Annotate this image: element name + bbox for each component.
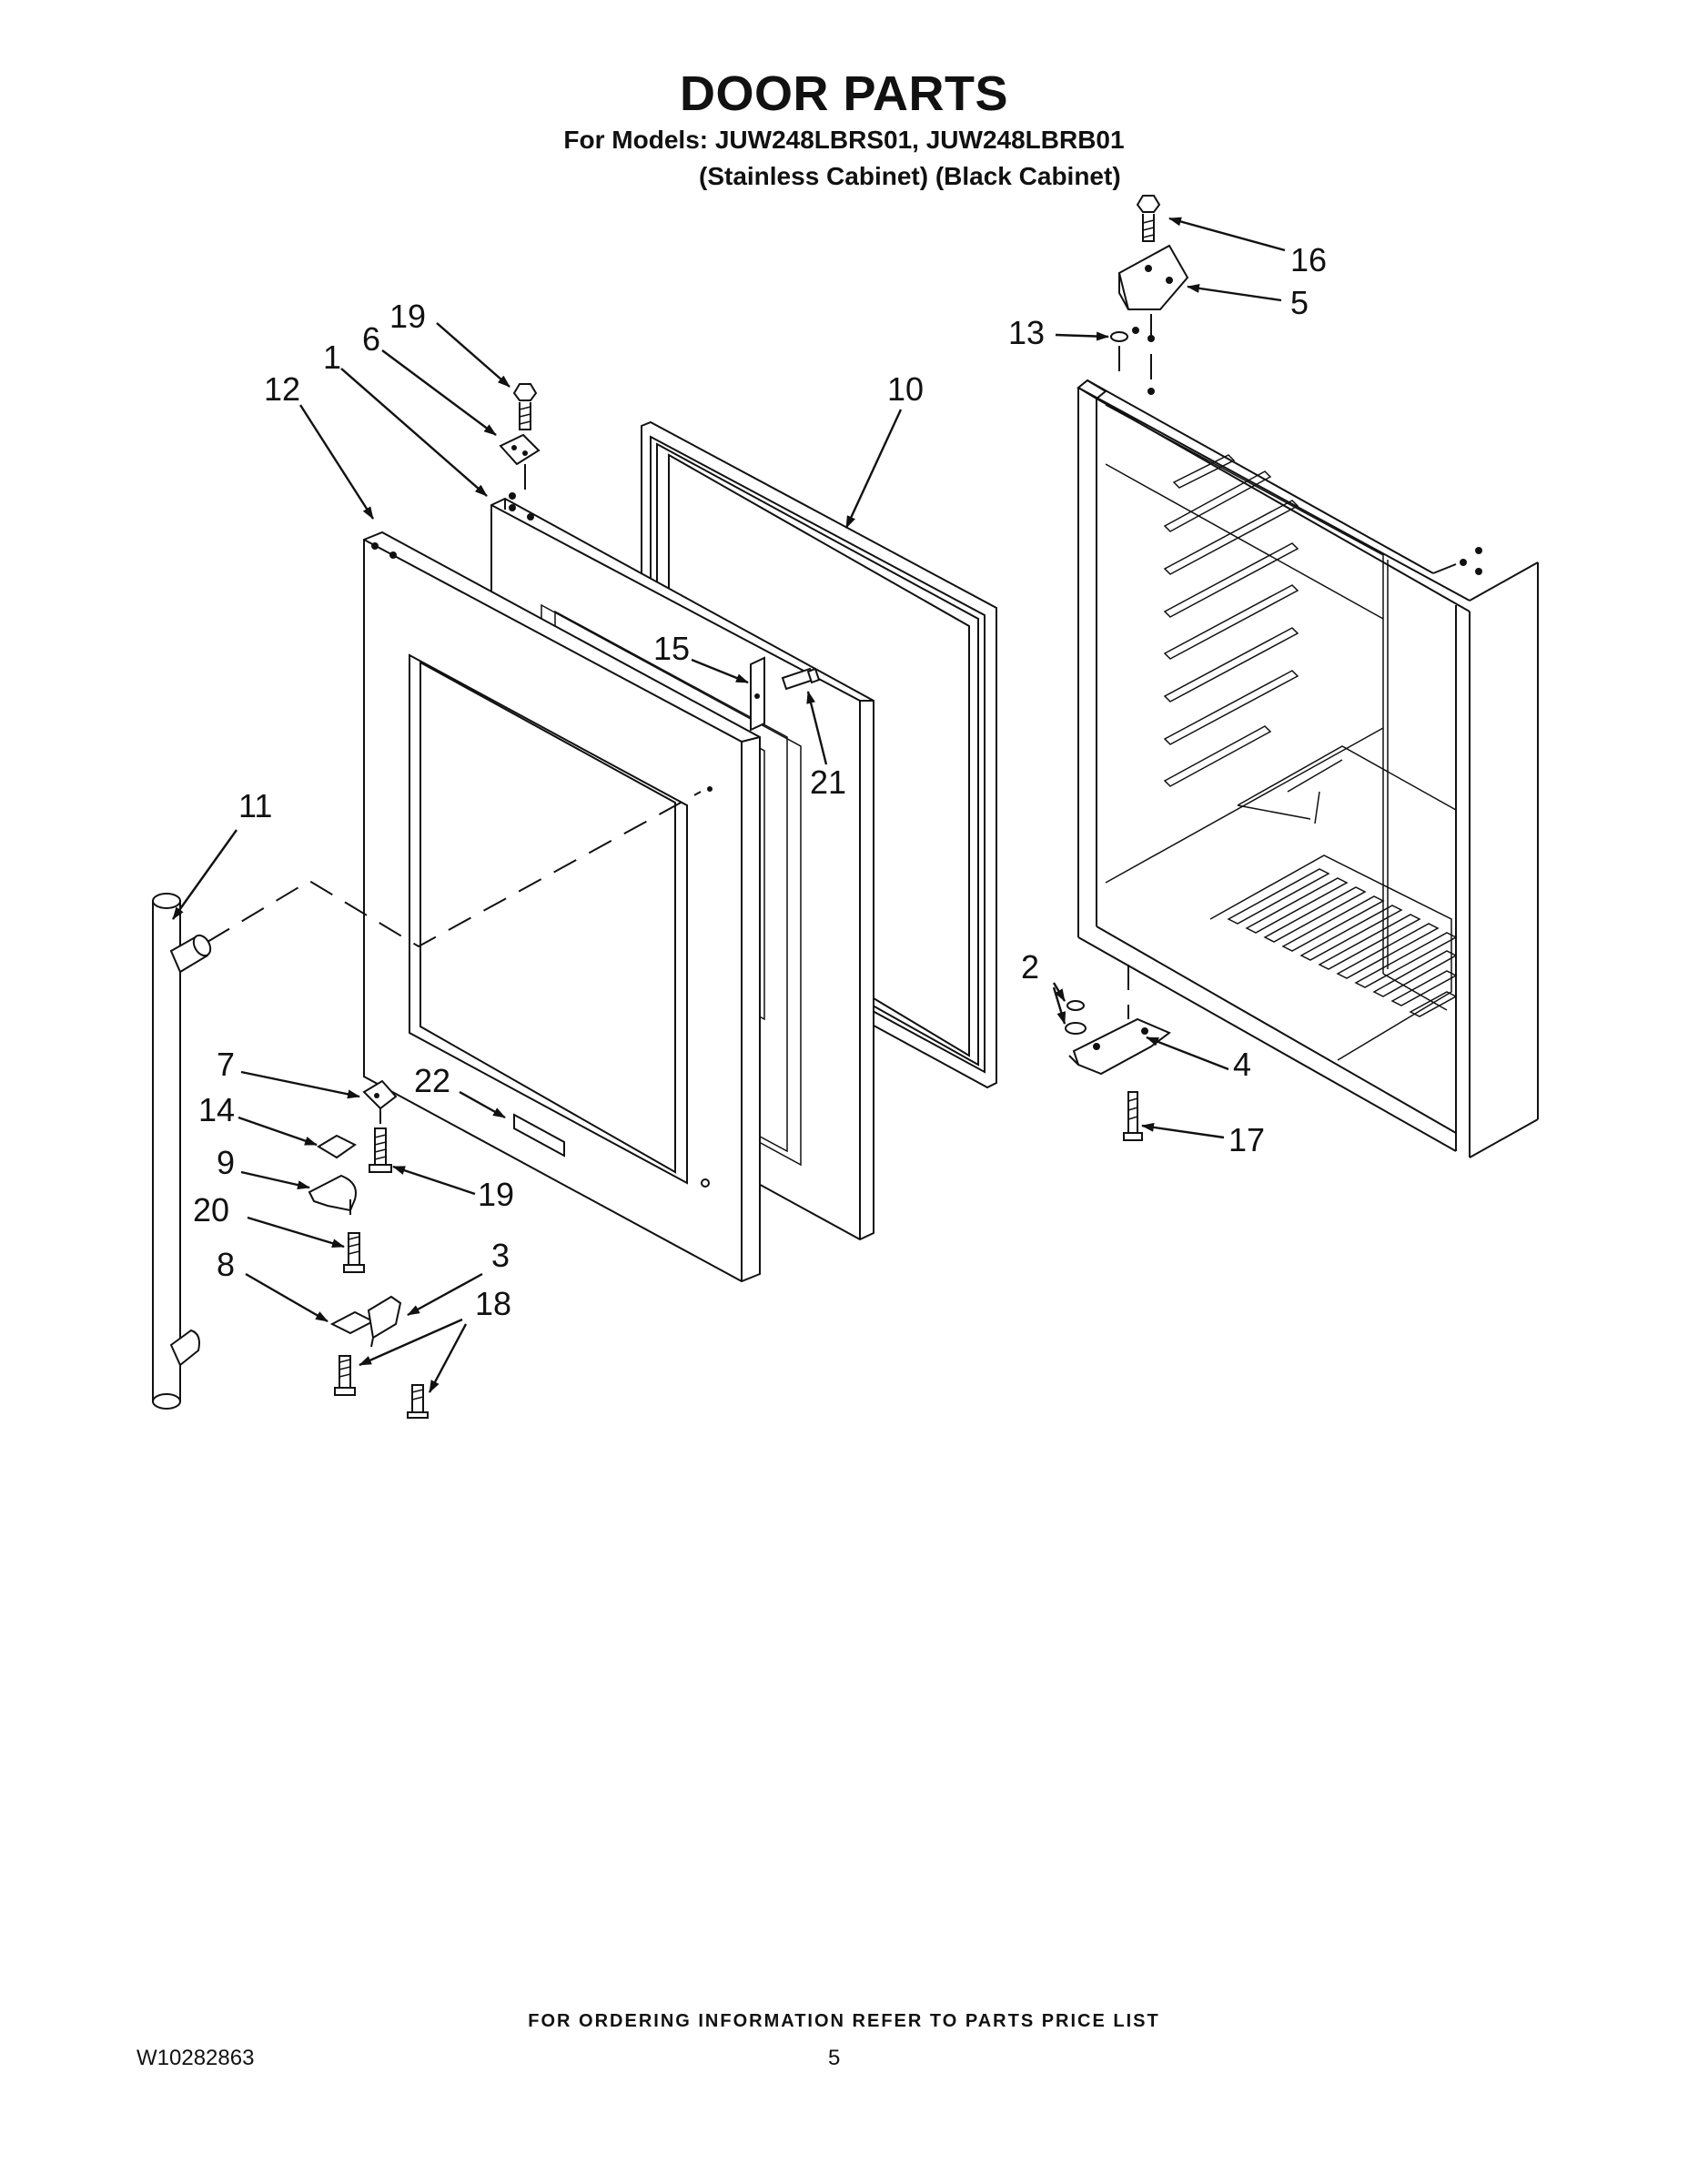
callout-6: 6 <box>362 320 380 358</box>
door-top-hinge <box>499 383 541 491</box>
leader-lines <box>172 217 1286 1393</box>
callout-17: 17 <box>1228 1121 1265 1158</box>
callout-3: 3 <box>491 1237 510 1274</box>
cabinet-shelf <box>1237 745 1457 824</box>
callout-10: 10 <box>887 370 924 408</box>
callout-2: 2 <box>1021 948 1039 986</box>
top-hinge-assembly <box>1110 195 1189 387</box>
callout-16: 16 <box>1290 241 1327 278</box>
door-handle <box>152 893 212 1410</box>
callout-8: 8 <box>217 1246 235 1283</box>
callout-19-top: 19 <box>389 298 426 335</box>
callout-9: 9 <box>217 1144 235 1181</box>
callout-21: 21 <box>810 763 846 801</box>
page-title: DOOR PARTS <box>679 66 1008 121</box>
callout-14: 14 <box>198 1091 235 1128</box>
callout-4: 4 <box>1233 1046 1251 1083</box>
callout-18: 18 <box>475 1285 511 1322</box>
lower-hinge-parts <box>308 1079 429 1419</box>
callout-12: 12 <box>264 370 300 408</box>
callout-labels: 12 1 6 19 10 16 5 13 15 21 11 2 4 17 7 2… <box>193 241 1327 1322</box>
bottom-hinge-assembly <box>1065 965 1171 1141</box>
callout-7: 7 <box>217 1046 235 1083</box>
cabinet-line: (Stainless Cabinet) (Black Cabinet) <box>699 162 1121 190</box>
ordering-note: FOR ORDERING INFORMATION REFER TO PARTS … <box>528 2011 1160 2031</box>
document-number: W10282863 <box>136 2046 255 2070</box>
cabinet-shell <box>1076 327 1539 1158</box>
callout-13: 13 <box>1008 314 1045 351</box>
callout-11: 11 <box>238 787 272 824</box>
callout-20: 20 <box>193 1191 229 1228</box>
callout-19-bottom: 19 <box>478 1176 514 1213</box>
page-number: 5 <box>828 2046 841 2070</box>
handle-mount-line <box>207 791 702 948</box>
cabinet-grille <box>1209 854 1458 1061</box>
callout-22: 22 <box>414 1062 450 1099</box>
callout-5: 5 <box>1290 284 1309 321</box>
callout-1: 1 <box>323 339 341 376</box>
cabinet-ribs <box>1105 454 1384 884</box>
callout-15: 15 <box>653 630 690 667</box>
models-line: For Models: JUW248LBRS01, JUW248LBRB01 <box>563 126 1125 154</box>
